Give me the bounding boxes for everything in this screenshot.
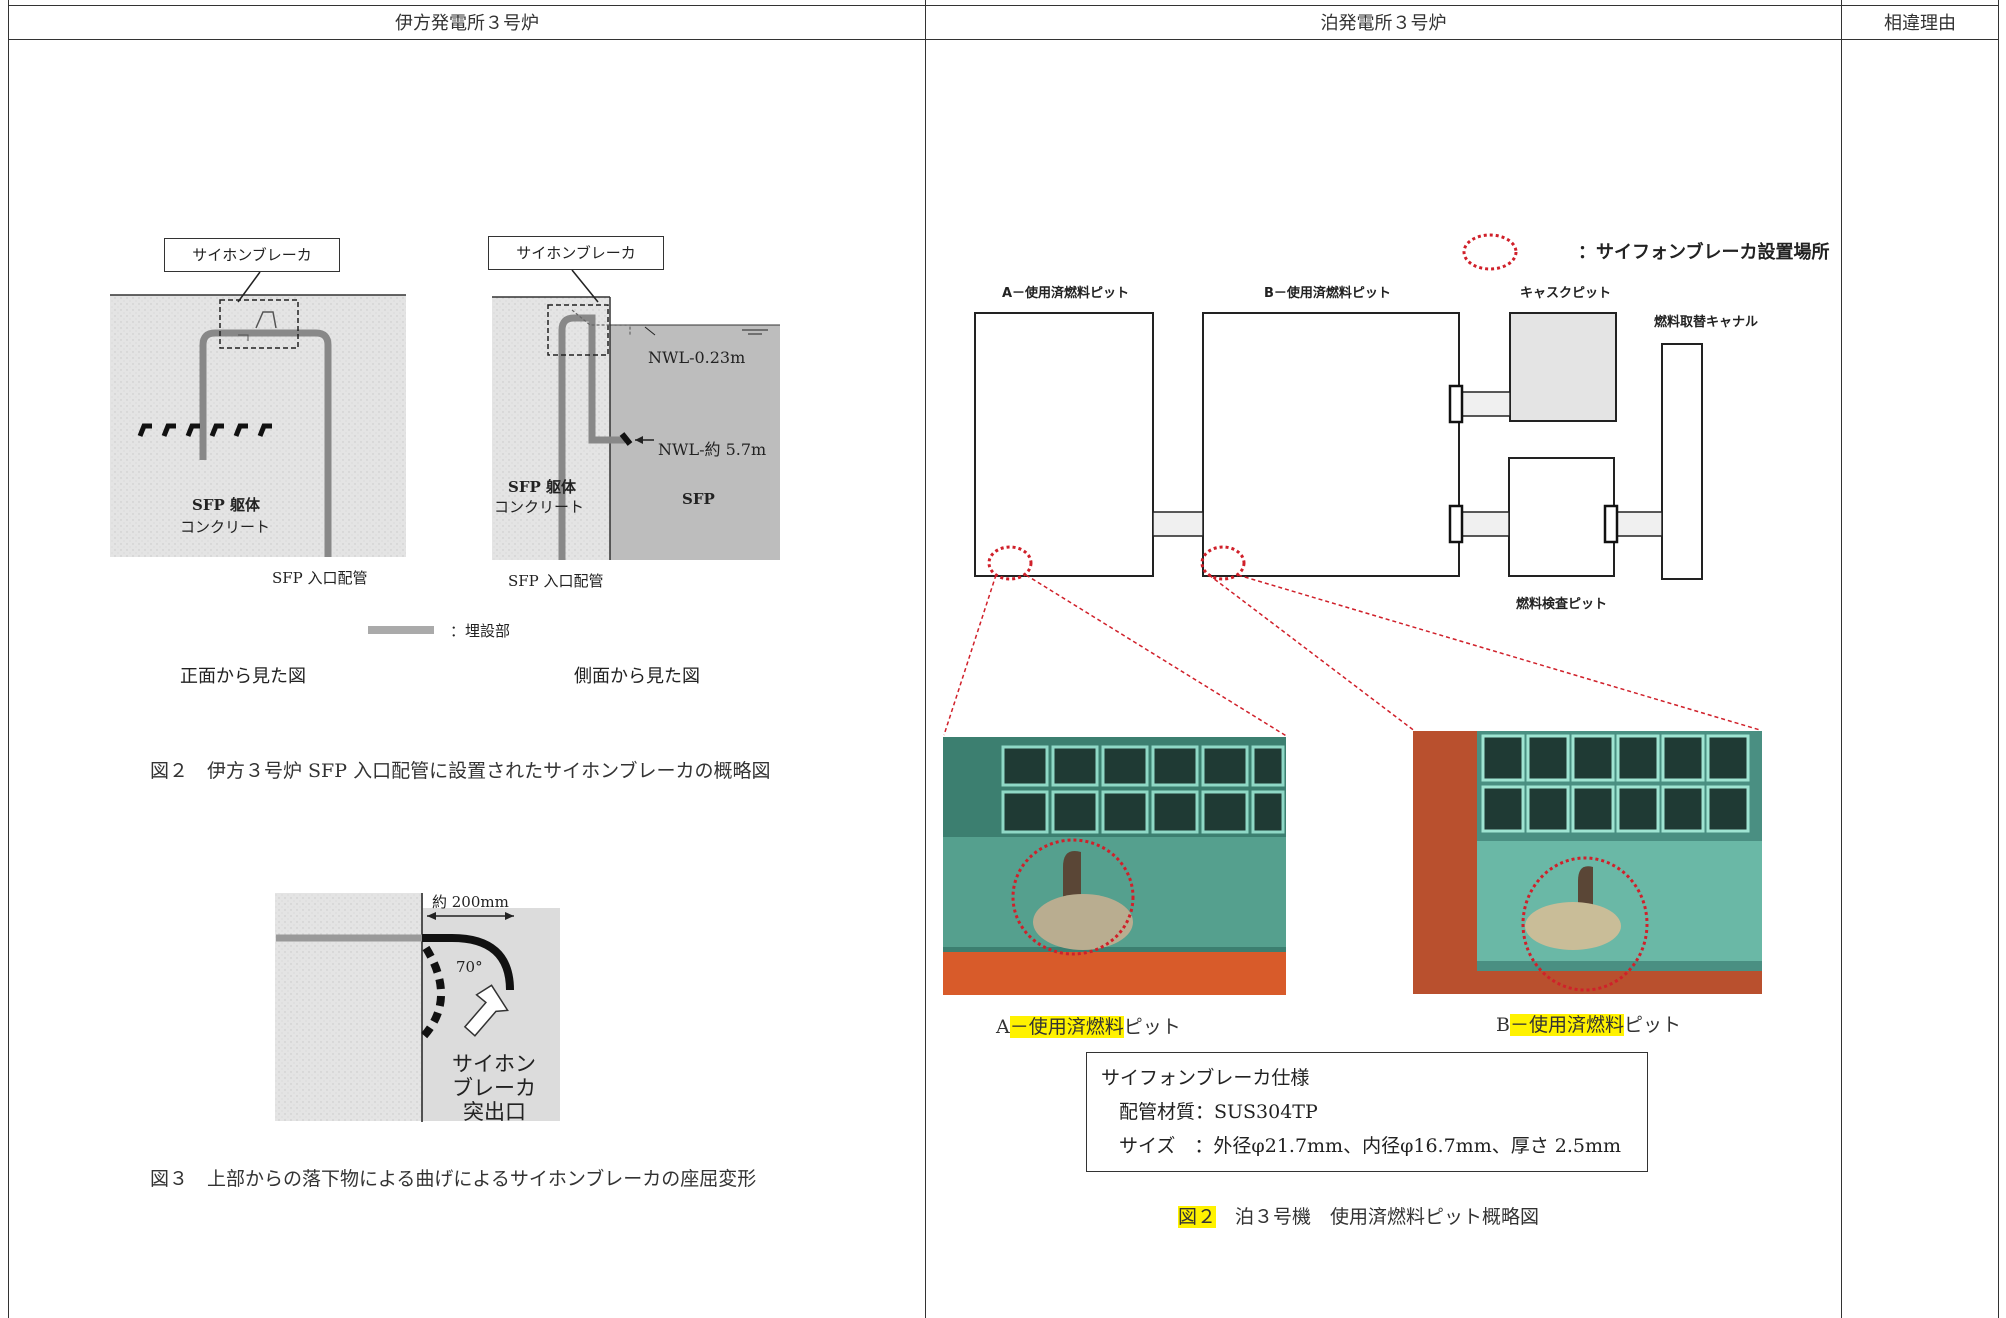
nwl-label-1: NWL-0.23m [648, 348, 746, 367]
spec-material: 配管材質：SUS304TP [1119, 1101, 1318, 1123]
fig3-outlet-label-2: ブレーカ [452, 1076, 536, 1100]
concrete-label-front: SFP 躯体 [192, 496, 260, 514]
photo-pit-b [1413, 731, 1762, 994]
column-header-reason: 相違理由 [1884, 13, 1956, 34]
refueling-canal-label: 燃料取替キャナル [1654, 315, 1759, 330]
view-label-side: 側面から見た図 [574, 666, 700, 687]
fig2-side-diagram [492, 269, 780, 560]
buried-legend-label: ：埋設部 [450, 622, 511, 640]
pit-b-label: B－使用済燃料ピット [1264, 286, 1391, 301]
fig2-side-view [490, 230, 790, 570]
fig3-outlet-label-3: 突出口 [463, 1100, 526, 1124]
inspection-pit-label: 燃料検査ピット [1516, 597, 1608, 612]
concrete-label-front-2: コンクリート [180, 518, 271, 536]
tomari-fig2-caption: 図２ 泊３号機 使用済燃料ピット概略図 [1178, 1202, 1539, 1229]
fig3-caption: 図３ 上部からの落下物による曲げによるサイホンブレーカの座屈変形 [150, 1168, 757, 1190]
table-divider-1 [925, 0, 926, 1318]
table-border-right [1998, 0, 1999, 1318]
pit-layout-diagram [926, 220, 1840, 1000]
siphon-location-legend: ：サイフォンブレーカ設置場所 [1578, 242, 1830, 263]
column-header-ikata: 伊方発電所３号炉 [395, 13, 539, 34]
photo-b-caption-highlight: －使用済燃料 [1509, 1014, 1624, 1036]
spec-size: サイズ ：外径φ21.7mm、内径φ16.7mm、厚さ 2.5mm [1119, 1135, 1622, 1157]
nwl-label-2: NWL-約 5.7m [658, 440, 767, 459]
fig2-caption: 図２ 伊方３号炉 SFP 入口配管に設置されたサイホンブレーカの概略図 [150, 760, 771, 782]
cask-pit-label: キャスクピット [1520, 286, 1612, 301]
inlet-pipe-label-front: SFP 入口配管 [272, 569, 368, 587]
tomari-fig2-caption-text: 泊３号機 使用済燃料ピット概略図 [1216, 1206, 1540, 1228]
photo-a-caption-suffix: ピット [1123, 1016, 1181, 1038]
spec-title: サイフォンブレーカ仕様 [1101, 1067, 1310, 1089]
sfp-label: SFP [682, 490, 715, 508]
fig2-front-diagram [110, 271, 406, 557]
photo-a-caption: A－使用済燃料ピット [996, 1012, 1181, 1039]
table-top-border [8, 5, 1999, 6]
concrete-label-side-2: コンクリート [494, 498, 585, 516]
pit-a-label: A－使用済燃料ピット [1002, 286, 1130, 301]
view-label-front: 正面から見た図 [180, 666, 306, 687]
tomari-fig2-caption-number: 図２ [1178, 1206, 1217, 1228]
photo-b-caption: B－使用済燃料ピット [1496, 1010, 1681, 1037]
table-border-left [8, 0, 9, 1318]
fig2-front-view [108, 230, 418, 570]
siphon-breaker-label-side: サイホンブレーカ [488, 236, 664, 270]
pit-layout-svg [943, 233, 1761, 738]
photo-b-caption-suffix: ピット [1623, 1014, 1681, 1036]
table-header-border [8, 39, 1999, 40]
inlet-pipe-label-side: SFP 入口配管 [508, 572, 604, 590]
fig3-buckling-diagram [275, 893, 560, 1122]
column-header-tomari: 泊発電所３号炉 [1320, 13, 1447, 34]
table-divider-2 [1841, 0, 1842, 1318]
concrete-label-side: SFP 躯体 [508, 478, 576, 496]
fig3-dimension-label: 約 200mm [432, 893, 509, 911]
photo-b-caption-prefix: B [1496, 1014, 1510, 1036]
fig3-angle-label: 70° [456, 958, 483, 976]
photo-a-caption-highlight: －使用済燃料 [1009, 1016, 1124, 1038]
siphon-spec-box: サイフォンブレーカ仕様 配管材質：SUS304TP サイズ ：外径φ21.7mm… [1086, 1052, 1648, 1172]
photo-pit-a [943, 737, 1286, 995]
buried-legend-swatch [368, 626, 434, 634]
siphon-breaker-label-front: サイホンブレーカ [164, 238, 340, 272]
fig3-diagram [272, 890, 572, 1130]
photo-a-caption-prefix: A [996, 1016, 1010, 1038]
fig3-outlet-label-1: サイホン [452, 1052, 536, 1076]
